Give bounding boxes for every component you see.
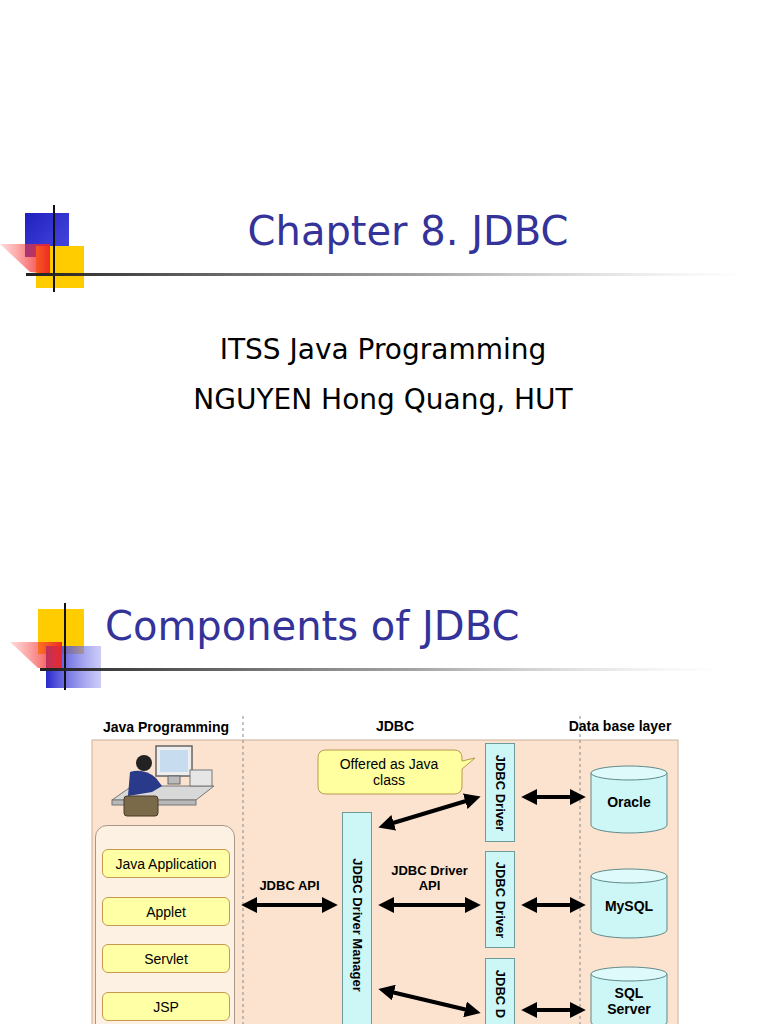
column-header: Data base layer [569,718,672,734]
vertical-label: JDBC Driver Manager [350,858,365,992]
slide-title: Components of JDBC [105,603,519,649]
client-label: Servlet [144,951,188,967]
double-arrow [526,903,581,907]
driver-box: JDBC D [485,958,515,1024]
client-label: Java Application [115,856,216,872]
double-arrow [383,798,476,826]
driver-box: JDBC Driver [485,851,515,948]
column-header: Java Programming [103,719,229,735]
slide-title: Chapter 8. JDBC [248,208,569,254]
client-panel: Java ProgrammingJava ApplicationAppletSe… [95,825,235,1024]
double-arrow [383,990,476,1012]
callout-text: Offered as Java class [339,756,439,788]
title-ornament [10,603,720,690]
database-name: Oracle [607,794,651,810]
double-arrow [526,1008,581,1012]
database-cylinder: Oracle [590,765,668,833]
database-cylinder: MySQL [590,868,668,938]
callout-bubble: Offered as Java class [316,749,476,795]
vertical-label: JDBC Driver [493,754,508,831]
client-label: JSP [153,999,179,1015]
client-box: JSP [102,992,230,1021]
column-divider [243,716,244,1024]
double-arrow [526,795,581,799]
column-header: JDBC [376,718,414,734]
double-arrow [383,903,476,907]
client-label: Applet [146,904,186,920]
diagram-ground [92,740,678,1024]
database-cylinder: SQL Server [590,966,668,1024]
double-arrow [246,903,333,907]
database-name: MySQL [605,898,653,914]
column-divider [580,716,581,1024]
vertical-label: JDBC D [493,970,508,1018]
subtitle: ITSS Java Programming [220,333,547,366]
driver-box: JDBC Driver Manager [342,812,372,1024]
database-name: SQL Server [594,985,664,1017]
vertical-label: JDBC Driver [493,861,508,938]
client-box: Applet [102,897,230,926]
computer-user-icon [112,746,214,816]
edge-label: JDBC Driver API [385,863,475,893]
title-ornament [0,205,746,292]
client-box: Java Application [102,849,230,878]
subtitle: NGUYEN Hong Quang, HUT [193,383,572,416]
driver-box: JDBC Driver [485,743,515,842]
edge-label: JDBC API [257,878,321,893]
client-box: Servlet [102,944,230,973]
